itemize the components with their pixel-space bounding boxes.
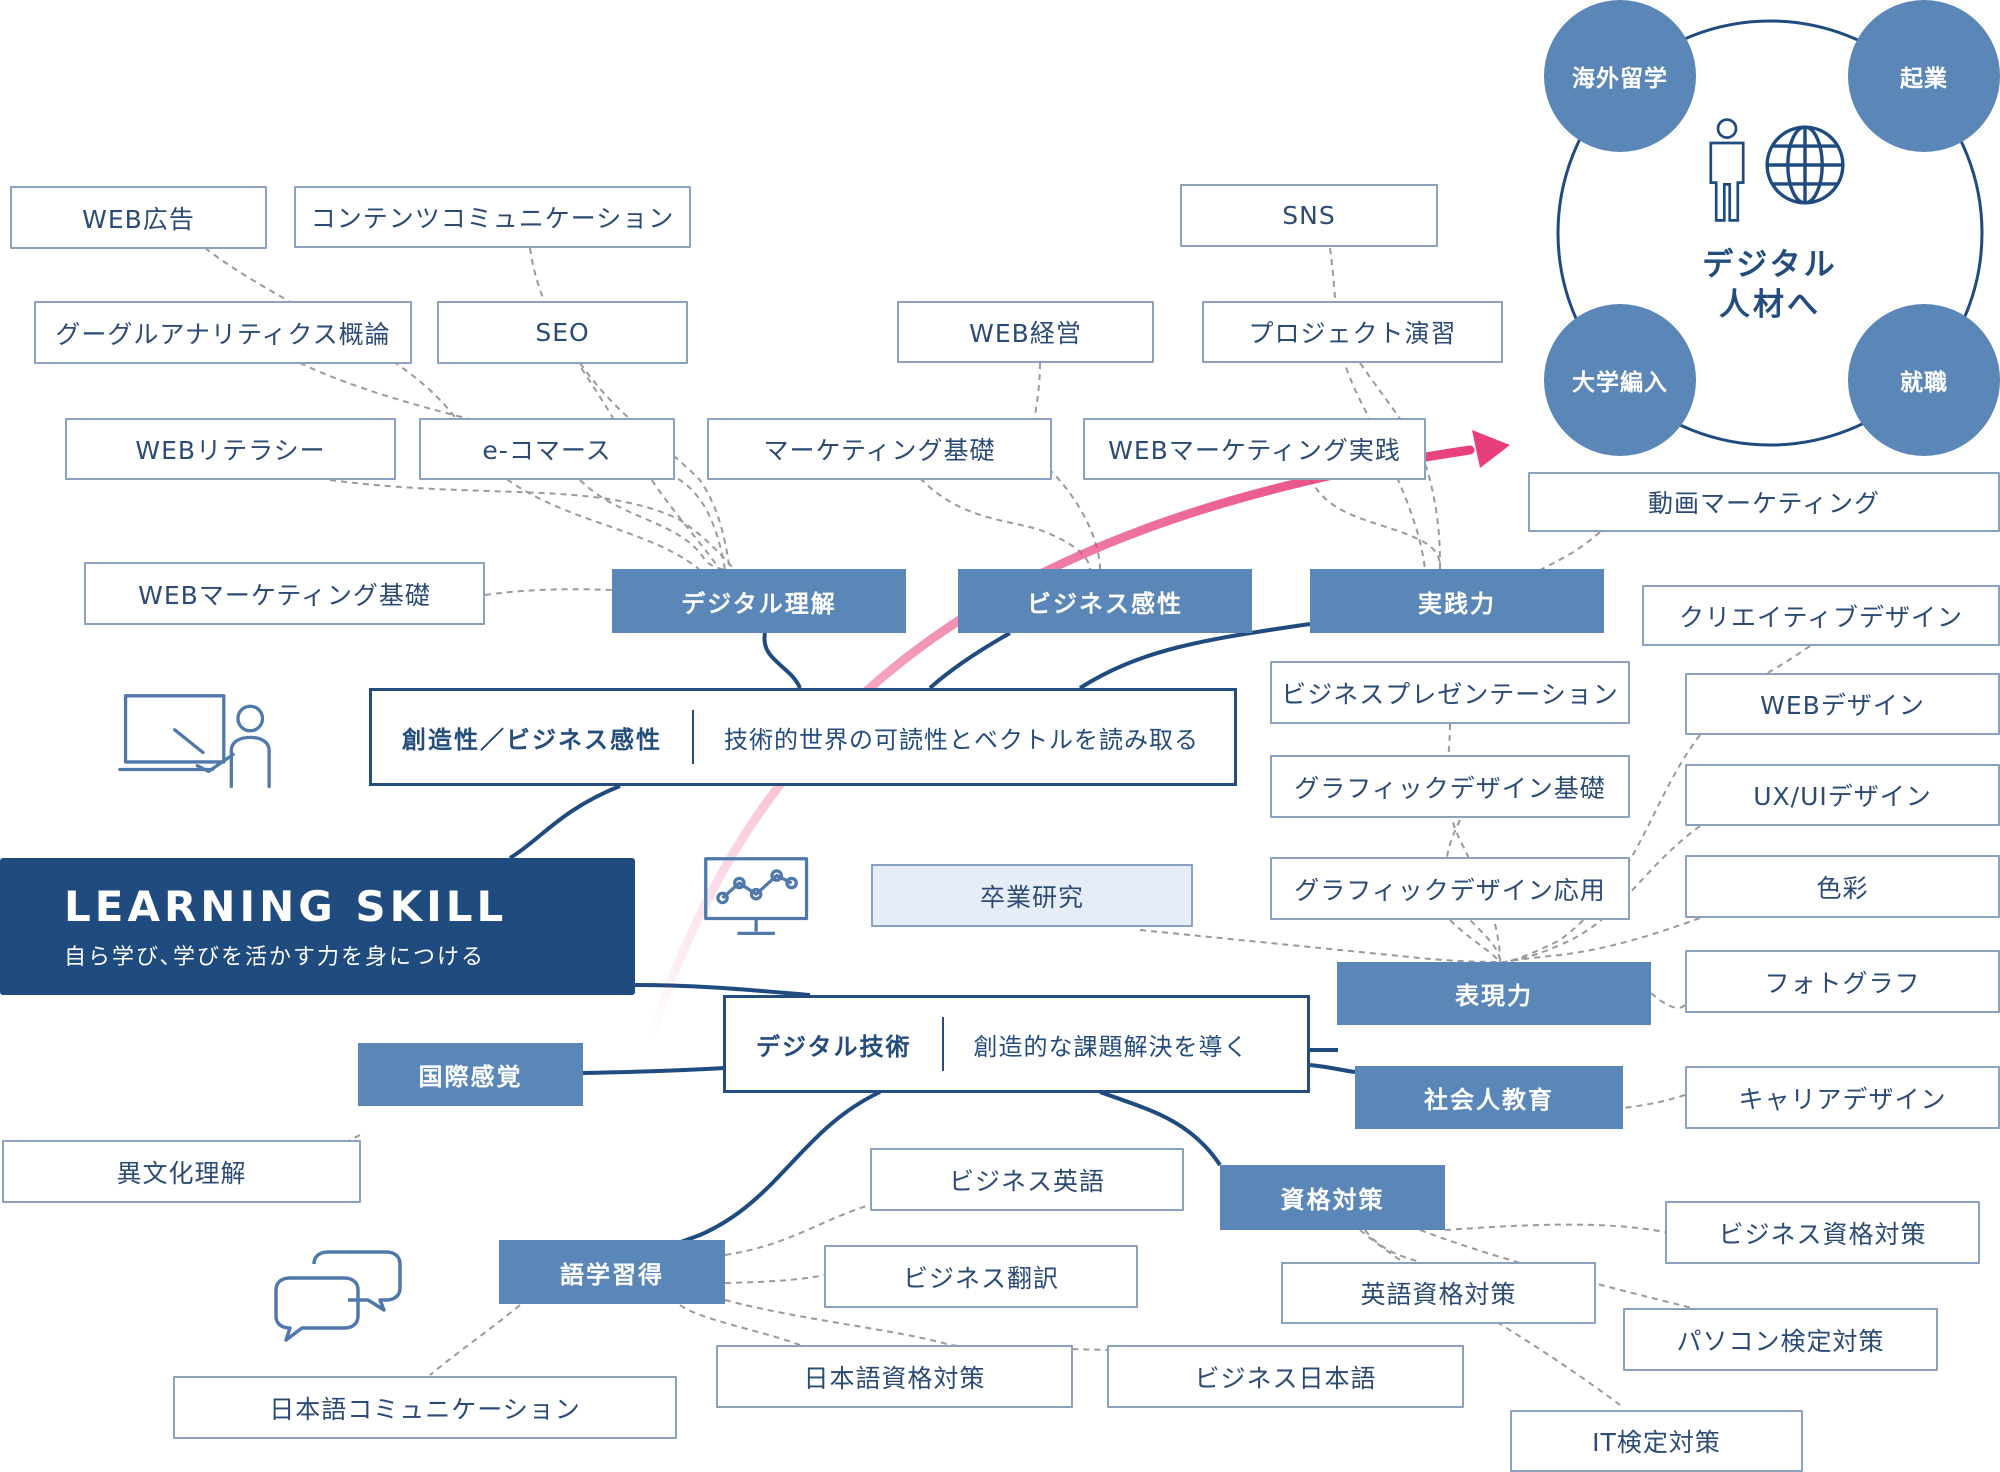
leaf-graduation-research: 卒業研究 xyxy=(871,864,1193,927)
leaf-seo: SEO xyxy=(437,301,688,364)
monitor-chart-icon xyxy=(704,857,809,936)
leaf-project-practice: プロジェクト演習 xyxy=(1202,301,1503,363)
leaf-pc-qualification: パソコン検定対策 xyxy=(1623,1308,1938,1371)
leaf-english-qualification: 英語資格対策 xyxy=(1281,1262,1596,1324)
leaf-creative-design: クリエイティブデザイン xyxy=(1642,585,2000,646)
leaf-graphic-design-basic: グラフィックデザイン基礎 xyxy=(1270,755,1630,818)
category-social-education: 社会人教育 xyxy=(1355,1066,1623,1129)
leaf-web-marketing-basic: WEBマーケティング基礎 xyxy=(84,562,485,625)
leaf-ecommerce: e-コマース xyxy=(419,418,675,480)
leaf-web-literacy: WEBリテラシー xyxy=(65,418,396,480)
leaf-graphic-design-applied: グラフィックデザイン応用 xyxy=(1270,857,1630,920)
main-subtitle: 自ら学び､学びを活かす力を身につける xyxy=(64,945,486,970)
leaf-japanese-communication: 日本語コミュニケーション xyxy=(173,1376,677,1439)
leaf-google-analytics: グーグルアナリティクス概論 xyxy=(34,301,412,364)
leaf-japanese-qualification: 日本語資格対策 xyxy=(716,1345,1073,1408)
goal-label: デジタル 人材へ xyxy=(1680,245,1860,326)
globe-icon xyxy=(1765,125,1845,205)
person-icon xyxy=(1709,118,1745,222)
hub-digital-tech-label: デジタル技術 xyxy=(756,1032,912,1061)
leaf-business-japanese: ビジネス日本語 xyxy=(1107,1345,1464,1408)
growth-arrow-head xyxy=(1472,430,1510,468)
category-practice: 実践力 xyxy=(1310,569,1604,633)
hub-digital-tech-desc: 創造的な課題解決を導く xyxy=(973,1032,1249,1061)
goal-line-1: デジタル xyxy=(1702,247,1838,283)
category-international: 国際感覚 xyxy=(358,1043,583,1106)
chat-bubbles-icon xyxy=(274,1250,402,1342)
category-digital-understanding: デジタル理解 xyxy=(612,569,906,633)
leaf-business-english: ビジネス英語 xyxy=(870,1148,1184,1211)
leaf-web-management: WEB経営 xyxy=(897,301,1154,363)
hub-digital-technology: デジタル技術 創造的な課題解決を導く xyxy=(723,995,1310,1093)
leaf-business-translation: ビジネス翻訳 xyxy=(824,1245,1138,1308)
hub-creativity-divider xyxy=(692,710,694,764)
teacher-icon xyxy=(118,694,271,789)
leaf-marketing-basic: マーケティング基礎 xyxy=(707,418,1052,480)
leaf-it-qualification: IT検定対策 xyxy=(1510,1410,1803,1472)
leaf-web-marketing-practice: WEBマーケティング実践 xyxy=(1083,418,1426,480)
leaf-color: 色彩 xyxy=(1685,855,2000,918)
leaf-sns: SNS xyxy=(1180,184,1438,247)
leaf-business-qualification: ビジネス資格対策 xyxy=(1665,1201,1980,1264)
leaf-business-presentation: ビジネスプレゼンテーション xyxy=(1270,661,1630,724)
goal-ring xyxy=(1556,19,1984,447)
leaf-ux-ui-design: UX/UIデザイン xyxy=(1685,764,2000,826)
learning-skill-main: LEARNING SKILL 自ら学び､学びを活かす力を身につける xyxy=(0,858,635,995)
hub-creativity-desc: 技術的世界の可読性とベクトルを読み取る xyxy=(724,725,1199,754)
category-expression: 表現力 xyxy=(1337,962,1651,1025)
leaf-cross-culture: 異文化理解 xyxy=(2,1140,361,1203)
main-title: LEARNING SKILL xyxy=(64,882,508,931)
goal-line-2: 人材へ xyxy=(1719,287,1821,324)
category-qualification: 資格対策 xyxy=(1220,1165,1445,1230)
leaf-content-communication: コンテンツコミュニケーション xyxy=(294,186,691,248)
hub-creativity-label: 創造性／ビジネス感性 xyxy=(402,725,662,754)
leaf-web-design: WEBデザイン xyxy=(1685,673,2000,735)
leaf-career-design: キャリアデザイン xyxy=(1685,1066,2000,1129)
leaf-photograph: フォトグラフ xyxy=(1685,950,2000,1013)
goal-bubble-startup: 起業 xyxy=(1848,0,2000,152)
category-business-sense: ビジネス感性 xyxy=(958,569,1252,633)
hub-digital-tech-divider xyxy=(941,1017,944,1071)
goal-bubble-employment: 就職 xyxy=(1848,304,2000,456)
category-language: 語学習得 xyxy=(499,1240,725,1304)
leaf-video-marketing: 動画マーケティング xyxy=(1528,472,2000,532)
goal-bubble-transfer: 大学編入 xyxy=(1544,304,1696,456)
hub-creativity: 創造性／ビジネス感性 技術的世界の可読性とベクトルを読み取る xyxy=(369,688,1237,786)
leaf-web-ad: WEB広告 xyxy=(10,186,267,249)
goal-bubble-study-abroad: 海外留学 xyxy=(1544,0,1696,152)
